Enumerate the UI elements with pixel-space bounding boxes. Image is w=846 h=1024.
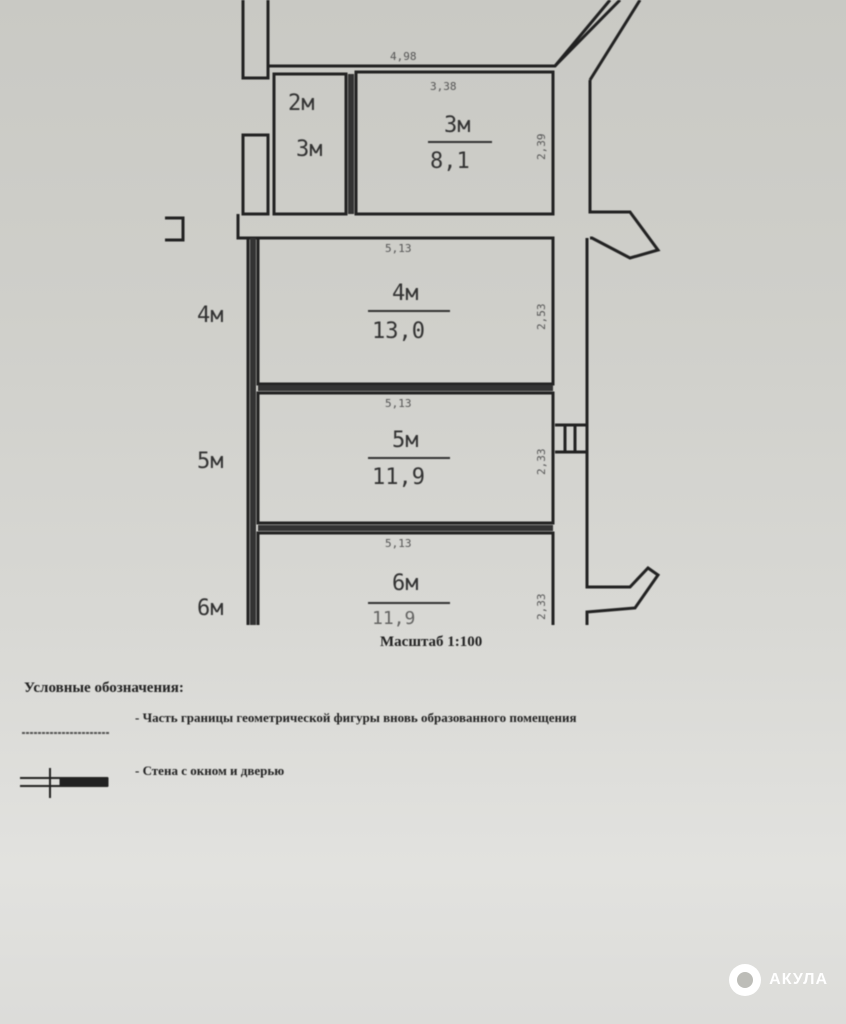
top-dimension: 4,98 <box>390 50 417 63</box>
side-label: 3м <box>296 137 323 162</box>
room-area: 8,1 <box>430 149 470 174</box>
watermark-logo: АКУЛА <box>729 964 828 996</box>
wall-window-door-symbol <box>20 768 109 798</box>
shark-logo-icon <box>729 964 762 996</box>
room-number: 5м <box>392 428 419 453</box>
room-number: 6м <box>392 571 419 596</box>
side-label: 4м <box>197 303 224 328</box>
side-label: 5м <box>197 449 224 474</box>
room-width: 5,13 <box>385 397 412 410</box>
legend-item: - Часть границы геометрической фигуры вн… <box>135 710 577 725</box>
room-height: 2,33 <box>535 449 548 476</box>
legend-title: Условные обозначения: <box>24 680 184 696</box>
room-height: 2,33 <box>535 594 548 621</box>
room-area: 11,9 <box>372 465 425 490</box>
double-walls <box>250 74 553 625</box>
room-number: 3м <box>444 113 471 138</box>
room-width: 3,38 <box>430 80 457 93</box>
room-number: 4м <box>392 281 419 306</box>
room-area: 11,9 <box>372 608 415 629</box>
legend-item: - Стена с окном и дверью <box>135 763 284 778</box>
room-width: 5,13 <box>385 242 412 255</box>
walls <box>165 0 661 625</box>
scale-label: Масштаб 1:100 <box>380 634 482 650</box>
side-label: 6м <box>197 596 224 621</box>
room-height: 2,53 <box>535 304 548 331</box>
room-height: 2,39 <box>535 134 548 161</box>
watermark-text: АКУЛА <box>769 971 828 988</box>
room-area: 13,0 <box>372 319 425 344</box>
side-label: 2м <box>288 91 315 116</box>
room-width: 5,13 <box>385 537 412 550</box>
